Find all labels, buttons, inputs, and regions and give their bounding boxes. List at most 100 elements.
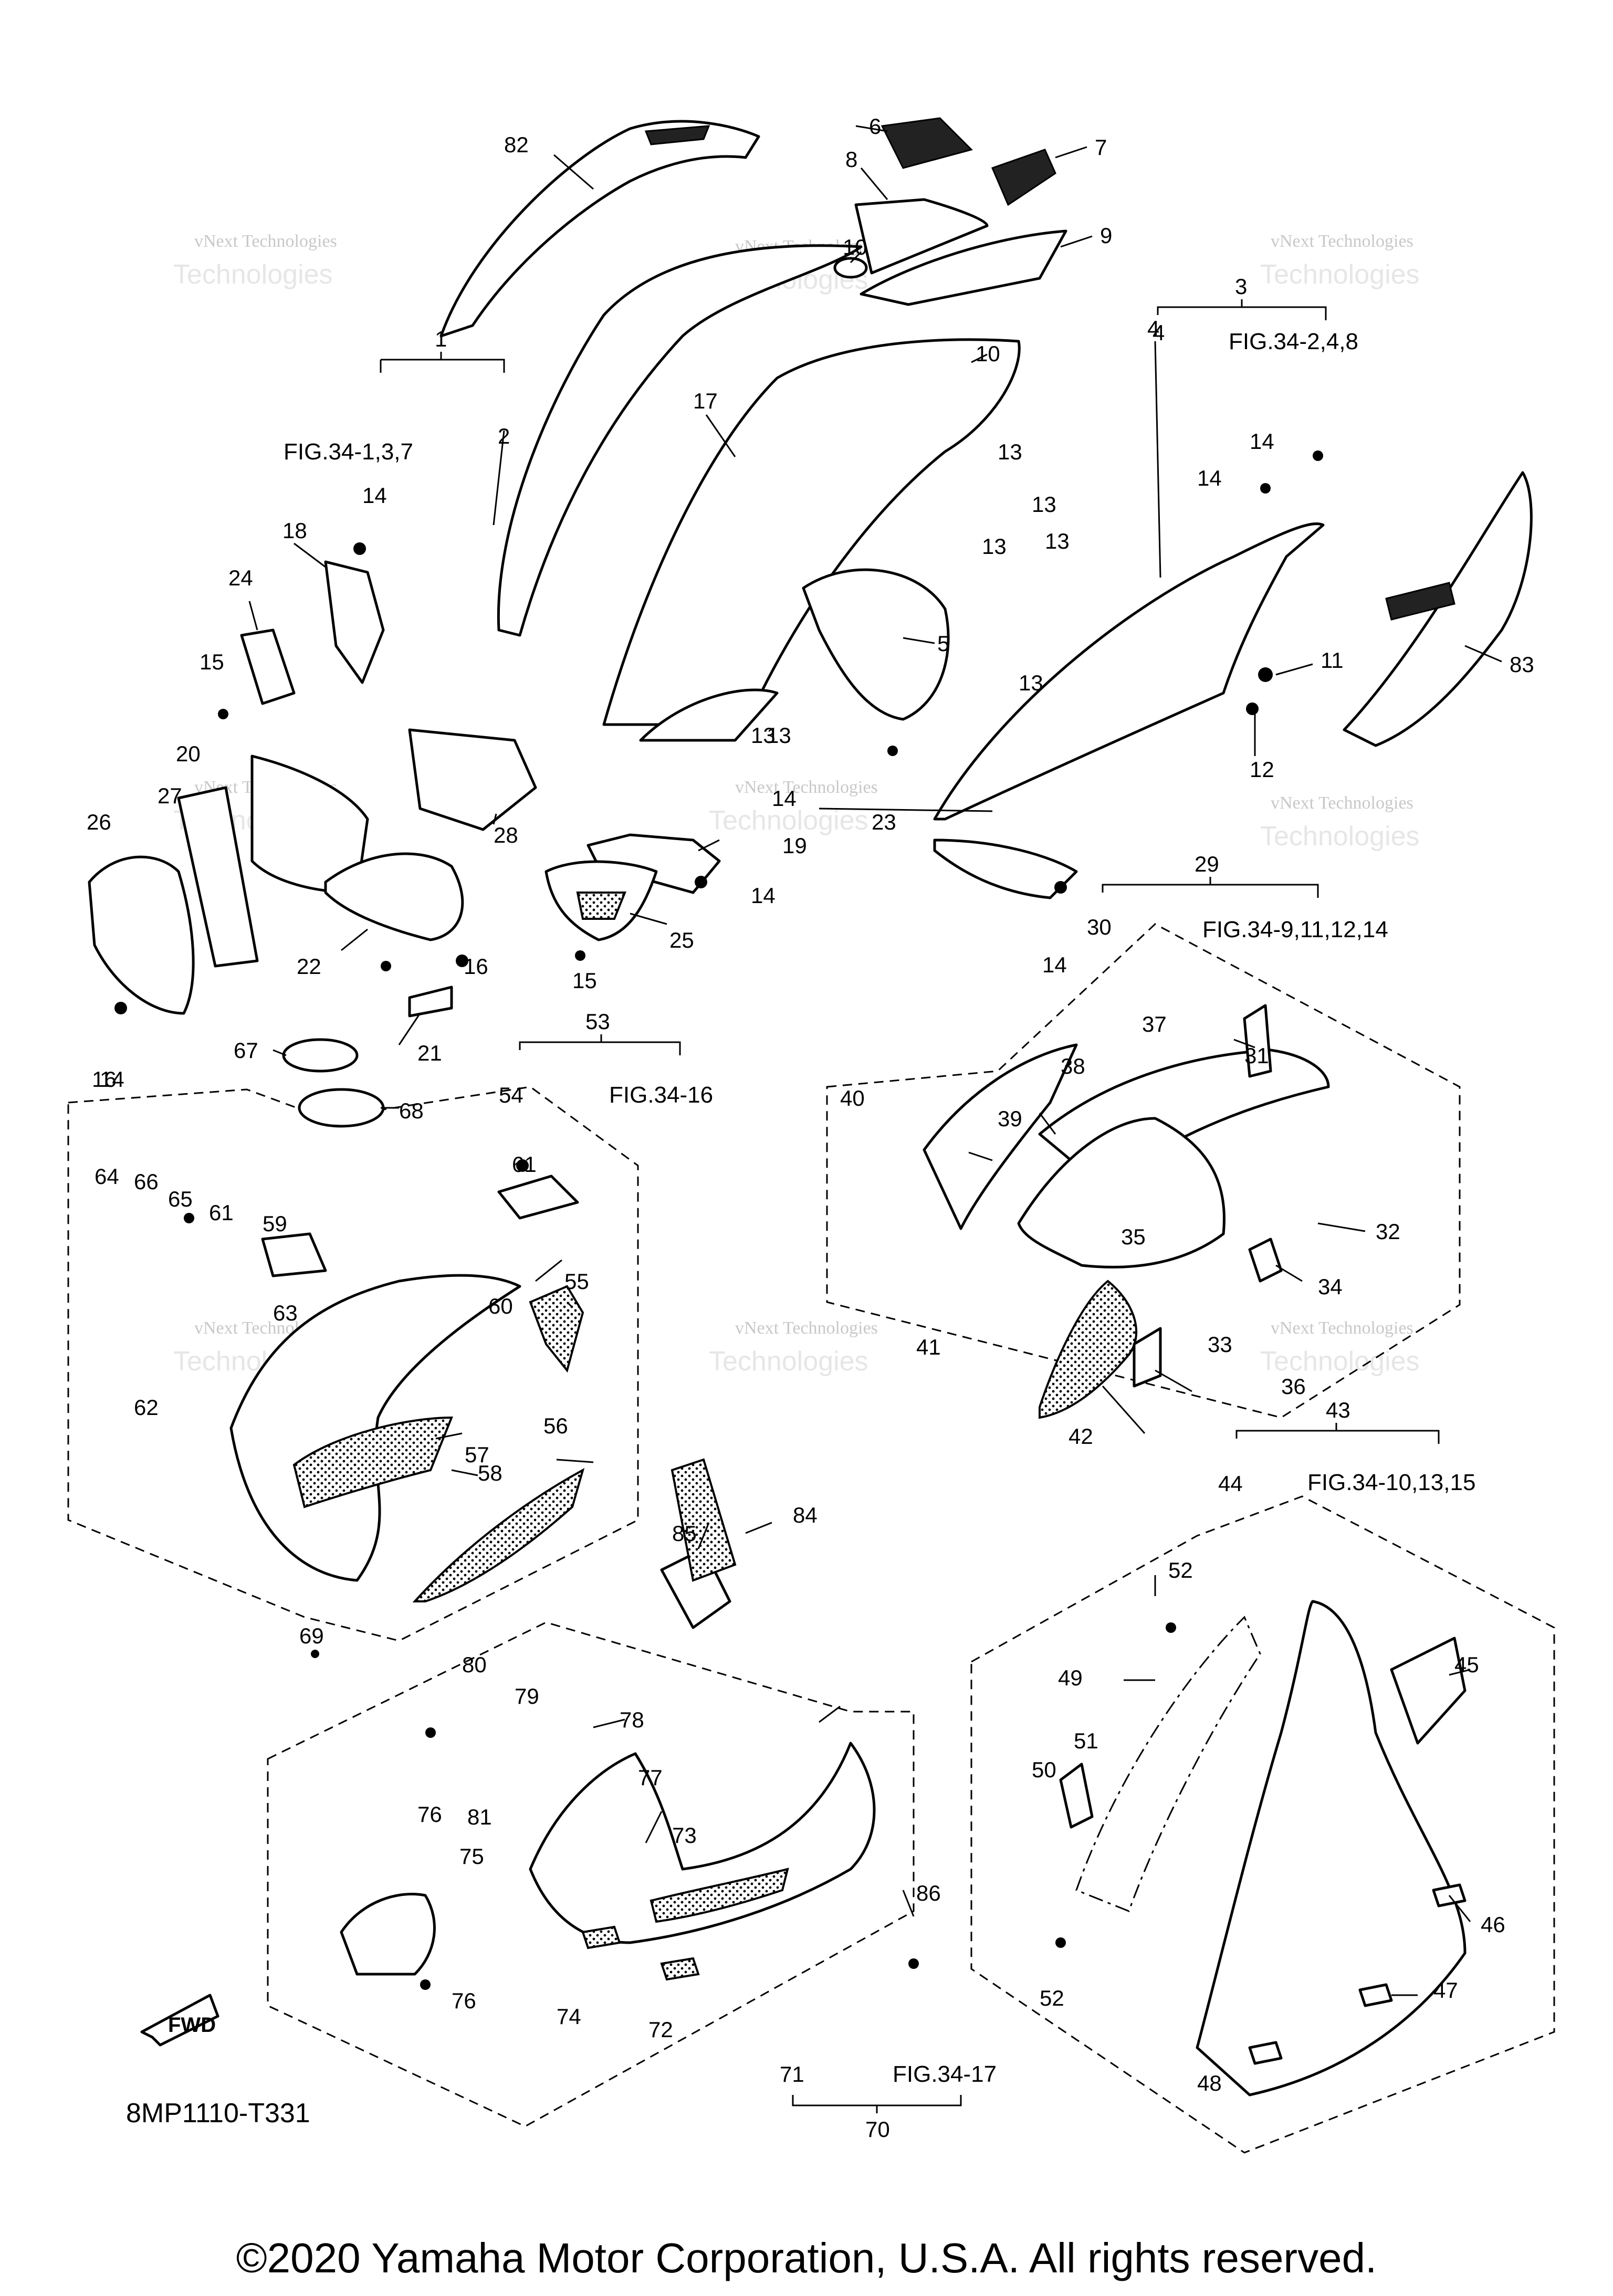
part-number-label: 25	[669, 928, 694, 952]
part-55-mesh	[529, 1285, 584, 1373]
part-number-label: 81	[467, 1805, 492, 1829]
part-number-label: 10	[976, 341, 1000, 366]
part-2-shape	[497, 244, 863, 637]
part-number-label: 33	[1208, 1332, 1232, 1357]
part-number-label: 5	[937, 631, 949, 656]
part-number-label: 65	[168, 1187, 193, 1211]
part-5-shape	[802, 568, 950, 721]
part-number-label: 45	[1454, 1652, 1479, 1677]
part-number-label: 28	[494, 823, 518, 847]
part-number-label: 61	[209, 1200, 234, 1225]
part-number-label: 14	[1250, 429, 1274, 454]
part-59-shape	[261, 1232, 327, 1277]
part-number-label: 52	[1168, 1558, 1193, 1582]
part-28b-shape	[324, 852, 464, 941]
part-number-label: 69	[299, 1623, 324, 1648]
part-number-label: 9	[1100, 223, 1112, 248]
assembly-43-fig: FIG.34-10,13,15	[1307, 1470, 1475, 1495]
part-28-shape	[408, 728, 537, 831]
assembly-43-sub: 44	[1218, 1471, 1243, 1496]
part-number-label: 14	[751, 883, 776, 908]
watermark-text: vNext Technologies	[1271, 1318, 1413, 1338]
part-number-label: 14	[1042, 952, 1067, 977]
part-number-label: 31	[1244, 1043, 1269, 1068]
watermark-text: vNext Technologies	[194, 232, 337, 251]
part-number-label: 13	[751, 723, 776, 748]
part-number-label: 37	[1142, 1012, 1167, 1036]
fwd-arrow-icon: FWD	[140, 1994, 219, 2047]
part-number-label: 13	[982, 534, 1007, 559]
assembly-53-fig: FIG.34-16	[609, 1082, 713, 1108]
assembly-30-boundary	[826, 923, 1461, 1419]
part-labels: 8267891010171313131313131314141414141414…	[87, 114, 1534, 2095]
part-number-label: 8	[845, 147, 857, 172]
part-number-label: 83	[1510, 652, 1534, 677]
watermark-text: Technologies	[709, 1346, 868, 1377]
part-number-label: 15	[200, 649, 224, 674]
part-number-label: 4	[1153, 320, 1165, 345]
assembly-brackets	[380, 299, 1440, 2113]
part-number-label: 64	[95, 1164, 119, 1189]
part-number-label: 76	[452, 1988, 476, 2013]
part-45-shape	[1390, 1637, 1467, 1745]
part-number-label: 12	[1250, 757, 1274, 782]
assembly-3-fig: FIG.34-2,4,8	[1229, 329, 1358, 354]
part-34-shape	[1248, 1238, 1283, 1283]
assembly-3-sub: 4	[1147, 316, 1159, 341]
part-number-label: 13	[998, 439, 1022, 464]
part-number-label: 60	[488, 1294, 513, 1318]
part-10-grommet	[833, 257, 868, 279]
assembly-70-fig: FIG.34-17	[893, 2061, 997, 2087]
part-number-label: 46	[1481, 1912, 1505, 1937]
part-number-label: 78	[620, 1707, 644, 1732]
part-21-shape	[408, 986, 453, 1018]
part-82-shape	[439, 120, 760, 338]
assembly-29-sub: 30	[1087, 915, 1112, 939]
assembly-71-boundary	[267, 1621, 915, 2127]
part-number-label: 16	[464, 954, 488, 979]
assembly-3-label: 3	[1235, 274, 1247, 299]
watermark-text: vNext Technologies	[735, 778, 878, 797]
part-number-label: 32	[1376, 1219, 1400, 1244]
watermark-text: vNext Technologies	[1271, 232, 1413, 251]
assembly-labels: 1 FIG.34-1,3,7 3 FIG.34-2,4,8 29 FIG.34-…	[284, 274, 1475, 2142]
part-72-pad	[660, 1957, 700, 1981]
part-47-pad	[1358, 1983, 1393, 2007]
part-number-label: 19	[782, 833, 807, 858]
assembly-29-label: 29	[1195, 852, 1219, 876]
fwd-label: FWD	[168, 2014, 216, 2037]
part-number-label: 80	[462, 1652, 487, 1677]
part-number-label: 13	[767, 723, 791, 748]
part-number-label: 58	[478, 1461, 502, 1485]
part-number-label: 16	[92, 1067, 117, 1092]
part-number-label: 42	[1069, 1424, 1093, 1449]
part-number-label: 40	[840, 1086, 865, 1110]
part-number-label: 22	[297, 954, 321, 979]
part-68-ring	[298, 1088, 385, 1128]
part-number-label: 38	[1061, 1054, 1085, 1078]
part-27-grille	[177, 786, 259, 968]
part-number-label: 59	[263, 1211, 287, 1236]
part-number-label: 66	[134, 1169, 159, 1194]
part-67-ring	[282, 1038, 359, 1073]
part-number-label: 41	[916, 1335, 941, 1359]
part-24-shape	[240, 628, 296, 705]
assembly-1-label: 1	[435, 327, 447, 351]
part-number-label: 7	[1095, 135, 1107, 160]
watermark-text: Technologies	[1260, 821, 1420, 852]
part-number-label: 34	[1318, 1274, 1343, 1299]
part-26-shape	[88, 855, 195, 1015]
part-number-label: 13	[1045, 529, 1070, 553]
drawing-code: 8MP1110-T331	[126, 2098, 310, 2129]
part-35-shape	[1017, 1117, 1226, 1268]
part-75-bracket	[340, 1893, 436, 1976]
part-42-mesh	[1039, 1280, 1137, 1419]
watermark-text: vNext Technologies	[735, 1318, 878, 1338]
assembly-53-label: 53	[585, 1009, 610, 1034]
part-number-label: 24	[228, 565, 253, 590]
part-number-label: 74	[557, 2004, 581, 2029]
part-74-pad	[581, 1925, 621, 1949]
part-number-label: 73	[672, 1823, 697, 1848]
part-number-label: 18	[282, 518, 307, 543]
part-number-label: 72	[648, 2017, 673, 2042]
